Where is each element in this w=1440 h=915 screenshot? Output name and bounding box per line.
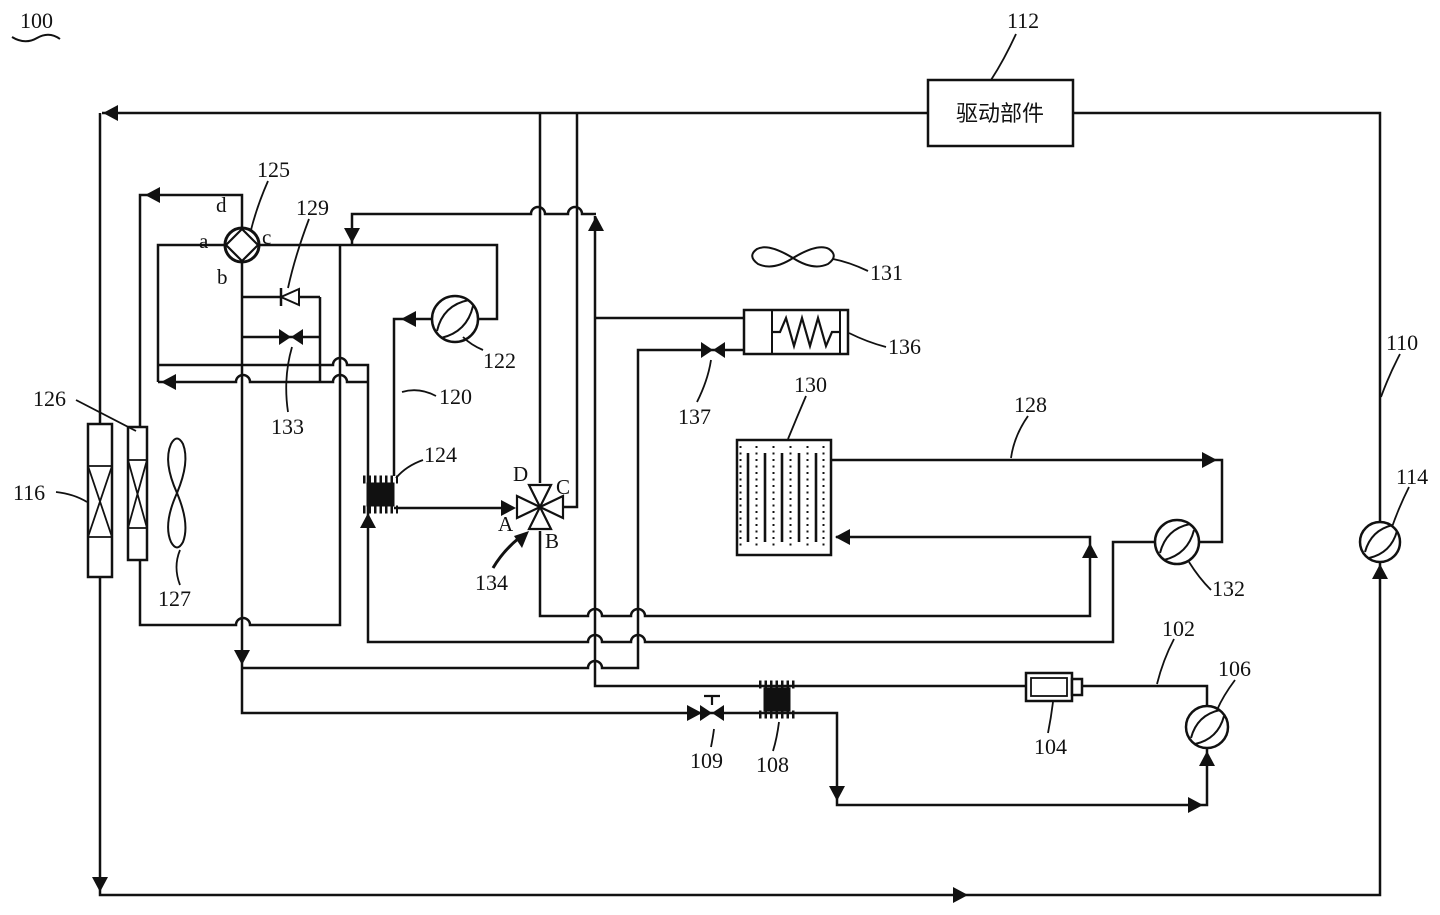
pipe: [240, 216, 1209, 807]
arrow-right-icon: [1188, 797, 1203, 813]
arrow-up-icon: [1199, 751, 1215, 766]
ref-130: 130: [794, 372, 827, 397]
arrow-left-icon: [103, 105, 118, 121]
port-C: C: [556, 475, 570, 499]
arrow-up-icon: [1082, 543, 1098, 558]
arrow-left-icon: [145, 187, 160, 203]
plate-exchanger-icon-108: [759, 680, 795, 719]
port-c: c: [262, 225, 271, 249]
reference-labels: 100 112 125 129 122 120 133 126 116 127 …: [13, 8, 1428, 777]
ref-104: 104: [1034, 734, 1067, 759]
heat-exchanger-icon-126: [126, 425, 149, 562]
pipe: [156, 243, 225, 382]
port-a: a: [199, 229, 209, 253]
port-D: D: [513, 462, 528, 486]
valve-icon-109: [700, 694, 724, 721]
four-way-valve-icon-134: [515, 483, 565, 531]
pipe: [242, 348, 744, 670]
ref-106: 106: [1218, 656, 1251, 681]
ref-136: 136: [888, 334, 921, 359]
ref-100: 100: [20, 8, 53, 33]
pipe: [158, 356, 1157, 644]
plate-exchanger-icon-124: [363, 475, 398, 514]
pipe: [563, 113, 579, 509]
drive-component-box: 驱动部件: [926, 78, 1075, 148]
arrow-right-icon: [687, 705, 702, 721]
arrow-up-icon: [1372, 564, 1388, 579]
pump-icon-114: [1358, 520, 1402, 564]
fan-icon-127: [167, 437, 187, 549]
arrow-right-icon: [501, 500, 516, 516]
arrow-left-icon: [401, 311, 416, 327]
ref-120: 120: [439, 384, 472, 409]
ref-129: 129: [296, 195, 329, 220]
drive-box-label: 驱动部件: [956, 101, 1044, 126]
sensor-icon-104: [1024, 671, 1084, 703]
ref-112: 112: [1007, 8, 1039, 33]
arrow-up-icon: [360, 513, 376, 528]
ref-122: 122: [483, 348, 516, 373]
ref-132: 132: [1212, 576, 1245, 601]
arrow-down-icon: [92, 877, 108, 892]
port-b: b: [217, 265, 228, 289]
port-d: d: [216, 193, 227, 217]
pump-icon-106: [1184, 704, 1230, 750]
ref-109: 109: [690, 748, 723, 773]
ref-125: 125: [257, 157, 290, 182]
arrow-right-icon: [1202, 452, 1217, 468]
battery-icon-130: [735, 438, 833, 557]
pipe-network: [98, 111, 1382, 897]
pipe: [831, 458, 1224, 544]
ref-108: 108: [756, 752, 789, 777]
valve-icon-133: [279, 329, 303, 345]
ref-100-underline: [11, 33, 61, 43]
arrow-right-icon: [953, 887, 968, 903]
ref-114: 114: [1396, 464, 1428, 489]
leader-lines: [55, 33, 1410, 752]
ref-133: 133: [271, 414, 304, 439]
pump-icon-125: [223, 226, 261, 264]
arrow-up-icon: [588, 216, 604, 231]
check-valve-icon-129: [278, 287, 300, 307]
ref-137: 137: [678, 404, 711, 429]
ref-116: 116: [13, 480, 45, 505]
valve-icon-137: [701, 342, 725, 358]
port-B: B: [545, 529, 559, 553]
flow-arrows: [92, 105, 1388, 903]
ref-127: 127: [158, 586, 191, 611]
pipe: [392, 317, 432, 476]
ref-110: 110: [1386, 330, 1418, 355]
fan-icon-131: [751, 246, 835, 268]
heater-icon-136: [742, 308, 850, 356]
pipe: [98, 111, 1382, 897]
pipe: [158, 373, 368, 384]
pump-icon-132: [1153, 518, 1201, 566]
ref-128: 128: [1014, 392, 1047, 417]
label-pointer-arrow-134: [491, 531, 529, 569]
heat-exchanger-icon-116: [86, 422, 114, 579]
ref-102: 102: [1162, 616, 1195, 641]
pump-icon-122: [430, 294, 480, 344]
ref-126: 126: [33, 386, 66, 411]
arrow-down-icon: [344, 228, 360, 243]
arrow-down-icon: [234, 650, 250, 665]
port-A: A: [498, 512, 514, 536]
ref-131: 131: [870, 260, 903, 285]
pipe: [350, 205, 596, 245]
arrow-down-icon: [829, 786, 845, 801]
port-labels: a b c d A B C D: [199, 193, 570, 553]
arrow-left-icon: [161, 374, 176, 390]
arrow-left-icon: [835, 529, 850, 545]
pipe: [538, 531, 1092, 618]
ref-134: 134: [475, 570, 508, 595]
pipe: [259, 243, 499, 321]
ref-124: 124: [424, 442, 457, 467]
